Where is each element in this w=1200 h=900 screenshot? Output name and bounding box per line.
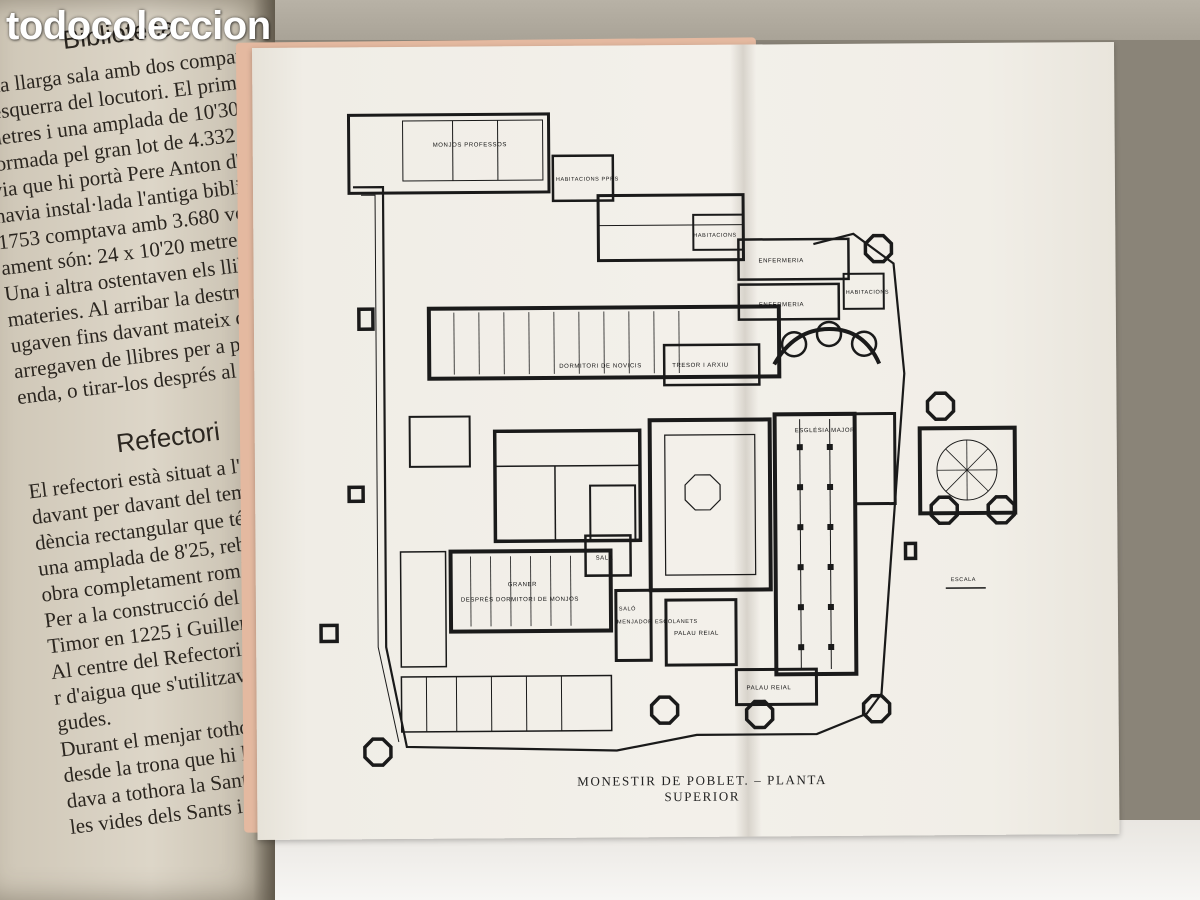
label-palau-reial-1: PALAU REIAL xyxy=(674,631,719,637)
perimeter-wall-inner xyxy=(361,194,400,743)
label-tresor-arxiu: TRESOR I ARXIU xyxy=(672,363,728,369)
left-page-text: Biblioteca una llarga sala amb dos compa… xyxy=(0,0,275,840)
plan-caption: MONESTIR DE POBLET. – PLANTA SUPERIOR xyxy=(577,772,828,805)
label-habitacions-pprs: HABITACIONS PPRS xyxy=(556,176,619,182)
block-esglesia-major xyxy=(772,411,859,677)
right-book-page: MONJOS PROFESSOS HABITACIONS PPRS HABITA… xyxy=(252,41,1120,840)
block-monjos-professos xyxy=(346,112,551,195)
block-habitacions xyxy=(551,154,615,203)
label-palau-reial-2: PALAU REIAL xyxy=(746,685,791,691)
block-dormitori-novicis xyxy=(426,304,782,381)
nave-pillars xyxy=(796,443,835,651)
church-apse xyxy=(772,326,882,366)
label-habitacions: HABITACIONS xyxy=(693,233,737,239)
label-monjos-professos: MONJOS PROFESSOS xyxy=(433,142,507,149)
block-west-rooms xyxy=(492,428,643,544)
label-menjador-escolanets: MENJADOR ESCOLANETS xyxy=(617,619,698,626)
label-salo: SALÓ xyxy=(619,605,636,612)
label-dormitori-novicis: DORMITORI DE NOVICIS xyxy=(559,363,642,370)
label-sala: SALA xyxy=(596,555,614,561)
corner-towers xyxy=(319,233,1017,767)
label-habitacions-2: HABITACIONS xyxy=(846,290,890,296)
east-pavilion xyxy=(917,425,1018,516)
perimeter-wall xyxy=(352,185,906,752)
label-escala: ESCALA xyxy=(951,577,976,583)
cloister xyxy=(647,417,773,593)
watermark-logo: todocoleccion xyxy=(6,4,271,48)
cloister-fountain xyxy=(684,474,721,511)
floor-plan-drawing: MONJOS PROFESSOS HABITACIONS PPRS HABITA… xyxy=(319,112,1018,767)
block-salo xyxy=(614,588,653,662)
label-esglesia-major: ESGLÉSIA MAJOR xyxy=(795,427,856,434)
label-despres-dormitori: DESPRÉS DORMITORI DE MONJOS xyxy=(461,596,579,604)
label-enfermeria-1: ENFERMERIA xyxy=(758,258,803,264)
block-enfermeria xyxy=(737,237,850,281)
block-sala xyxy=(584,534,632,577)
label-enfermeria-2: ENFERMERIA xyxy=(759,302,804,308)
block-tresor-arxiu xyxy=(662,343,761,387)
label-graner: GRANER xyxy=(508,582,537,588)
left-book-page: Biblioteca una llarga sala amb dos compa… xyxy=(0,0,275,900)
paragraph-refectori: El refectori està situat a l'ala de tram… xyxy=(27,435,275,840)
block-palau-reial xyxy=(664,598,738,667)
block-graner xyxy=(448,548,614,634)
